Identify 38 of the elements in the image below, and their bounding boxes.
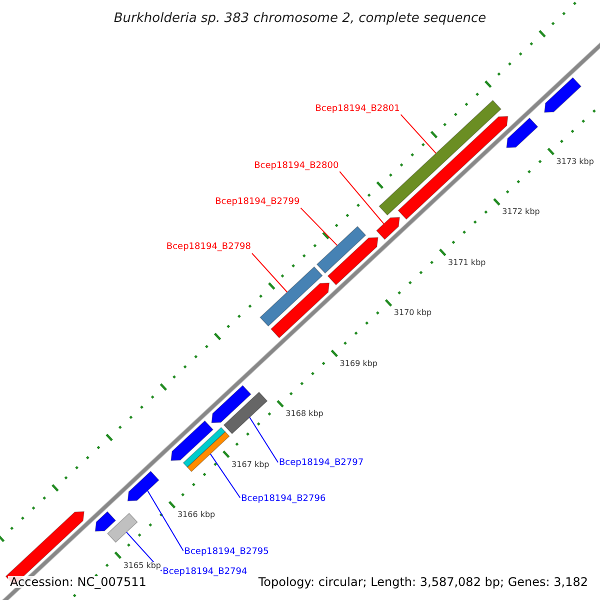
- scale-label: 3170 kbp: [394, 309, 432, 318]
- gene-feature: [106, 512, 138, 543]
- scale-label: 3173 kbp: [556, 158, 594, 166]
- gene-feature: [223, 392, 268, 434]
- gene-feature: [94, 511, 116, 532]
- scale-label: 3169 kbp: [340, 360, 378, 368]
- gene-feature: [270, 282, 330, 338]
- gene-label: Bcep18194_B2801: [315, 104, 400, 114]
- scale-label: 3166 kbp: [177, 511, 216, 520]
- gene-feature: [544, 77, 582, 113]
- leader-line: [252, 252, 288, 293]
- accession-text: Accession: NC_007511: [8, 576, 148, 588]
- scale-label: 3167 kbp: [232, 460, 270, 469]
- scale-label: 3165 kbp: [123, 562, 162, 570]
- gene-label: Bcep18194_B2798: [166, 243, 252, 252]
- gene-feature: [327, 237, 378, 286]
- scale-label: 3172 kbp: [502, 208, 540, 216]
- gene-feature: [316, 226, 366, 274]
- map-title: Burkholderia sp. 383 chromosome 2, complete sequence: [112, 12, 488, 25]
- scale-label: 3171 kbp: [448, 258, 486, 267]
- gene-feature: [211, 384, 252, 424]
- leader-line: [147, 490, 184, 552]
- gene-label: Bcep18194_B2796: [241, 494, 326, 504]
- leader-line: [339, 171, 384, 224]
- leader-line: [400, 114, 436, 154]
- gene-label: Bcep18194_B2795: [184, 548, 269, 557]
- gene-label: Bcep18194_B2800: [254, 162, 339, 171]
- genome-info-text: Topology: circular; Length: 3,587,082 bp; Genes: 3,182: [256, 576, 590, 588]
- gene-feature: [506, 117, 538, 148]
- gene-label: Bcep18194_B2794: [162, 568, 248, 577]
- leader-line: [300, 207, 338, 246]
- gene-feature: [260, 266, 323, 327]
- leader-line: [249, 416, 278, 463]
- gene-label: Bcep18194_B2799: [215, 198, 300, 207]
- scale-label: 3168 kbp: [286, 410, 324, 418]
- gene-feature: [127, 470, 160, 502]
- gene-feature: [170, 420, 214, 461]
- gene-label: Bcep18194_B2797: [279, 459, 364, 468]
